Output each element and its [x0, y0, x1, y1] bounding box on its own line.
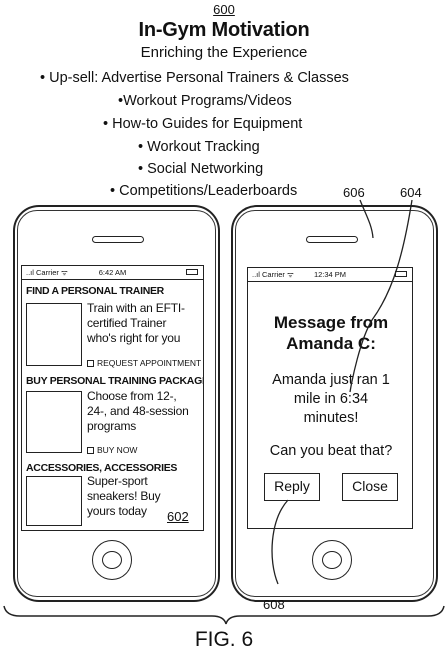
- buy-now-button[interactable]: BUY NOW: [87, 445, 137, 455]
- bullet-workout-programs: •Workout Programs/Videos: [118, 93, 292, 109]
- packages-description-line: Choose from 12-,: [87, 389, 177, 403]
- battery-icon: [186, 269, 198, 275]
- bullet-upsell: • Up-sell: Advertise Personal Trainers &…: [40, 70, 349, 86]
- left-status-time: 6:42 AM: [98, 268, 127, 277]
- accessories-description-line: sneakers! Buy: [87, 489, 161, 503]
- accessories-description-line: Super-sport: [87, 474, 148, 488]
- bullet-workout-tracking: • Workout Tracking: [138, 139, 260, 155]
- figure-title: In-Gym Motivation: [138, 19, 310, 41]
- message-body-line: minutes!: [303, 410, 359, 426]
- buy-now-label: BUY NOW: [97, 445, 138, 455]
- grouping-brace: [3, 605, 445, 625]
- packages-thumbnail[interactable]: [26, 391, 82, 453]
- right-phone-bezel: [235, 210, 434, 597]
- section-heading-training-packages: BUY PERSONAL TRAINING PACKAGES: [26, 375, 204, 387]
- reference-606: 606: [343, 185, 365, 200]
- message-body-line: mile in 6:34: [293, 391, 369, 407]
- packages-description: Choose from 12-, 24-, and 48-session pro…: [87, 389, 189, 434]
- trainer-description-line: Train with an EFTI-: [87, 301, 185, 315]
- right-phone-screen: ..ıl Carrier ᯤ 12:34 PM Message from Ama…: [247, 267, 413, 529]
- bullet-social-networking: • Social Networking: [138, 161, 264, 177]
- section-heading-find-trainer: FIND A PERSONAL TRAINER: [26, 285, 164, 297]
- right-phone-body: [231, 205, 438, 602]
- right-phone-speaker: [306, 236, 358, 243]
- trainer-description-line: certified Trainer: [87, 316, 167, 330]
- reference-602: 602: [167, 509, 189, 524]
- leader-line-608: [271, 499, 289, 585]
- challenge-text: Can you beat that?: [269, 443, 393, 459]
- home-icon: [322, 551, 342, 569]
- reference-608: 608: [263, 597, 285, 612]
- left-phone-screen: ..ıl Carrier ᯤ 6:42 AM FIND A PERSONAL T…: [21, 265, 204, 531]
- checkbox-icon[interactable]: [87, 359, 94, 367]
- packages-description-line: programs: [87, 419, 137, 433]
- accessories-description: Super-sport sneakers! Buy yours today: [87, 474, 161, 519]
- left-phone-body: [13, 205, 220, 602]
- left-status-carrier: ..ıl Carrier ᯤ: [26, 268, 68, 277]
- accessories-thumbnail[interactable]: [26, 476, 82, 526]
- left-status-bar: ..ıl Carrier ᯤ 6:42 AM: [22, 266, 203, 280]
- reply-button[interactable]: Reply: [264, 473, 320, 501]
- message-title: Message from Amanda C:: [248, 312, 412, 354]
- reference-604: 604: [400, 185, 422, 200]
- figure-reference-600: 600: [213, 2, 235, 17]
- message-body-line: Amanda just ran 1: [272, 372, 390, 388]
- checkbox-icon[interactable]: [87, 446, 94, 454]
- request-appointment-label: REQUEST APPOINTMENT: [97, 358, 202, 368]
- trainer-description-line: who's right for you: [87, 331, 181, 345]
- trainer-thumbnail[interactable]: [26, 303, 82, 366]
- left-phone-speaker: [92, 236, 144, 243]
- figure-caption: FIG. 6: [194, 628, 254, 651]
- figure-subtitle: Enriching the Experience: [140, 44, 308, 61]
- bullet-competitions: • Competitions/Leaderboards: [110, 183, 298, 199]
- bullet-how-to-guides: • How-to Guides for Equipment: [103, 116, 303, 132]
- home-icon: [102, 551, 122, 569]
- message-body: Amanda just ran 1 mile in 6:34 minutes!: [248, 371, 412, 428]
- message-title-line: Message from: [273, 313, 389, 332]
- leader-line-604: [349, 199, 413, 393]
- right-status-carrier: ..ıl Carrier ᯤ: [252, 270, 294, 279]
- accessories-description-line: yours today: [87, 504, 147, 518]
- request-appointment-button[interactable]: REQUEST APPOINTMENT: [87, 358, 201, 368]
- section-heading-accessories: ACCESSORIES, ACCESSORIES: [26, 462, 178, 474]
- left-phone-bezel: [17, 210, 216, 597]
- leader-line-606: [359, 199, 374, 239]
- message-title-line: Amanda C:: [286, 334, 376, 353]
- packages-description-line: 24-, and 48-session: [87, 404, 189, 418]
- close-button[interactable]: Close: [342, 473, 398, 501]
- right-home-button[interactable]: [312, 540, 352, 580]
- trainer-description: Train with an EFTI- certified Trainer wh…: [87, 301, 185, 346]
- right-status-time: 12:34 PM: [313, 270, 347, 279]
- left-home-button[interactable]: [92, 540, 132, 580]
